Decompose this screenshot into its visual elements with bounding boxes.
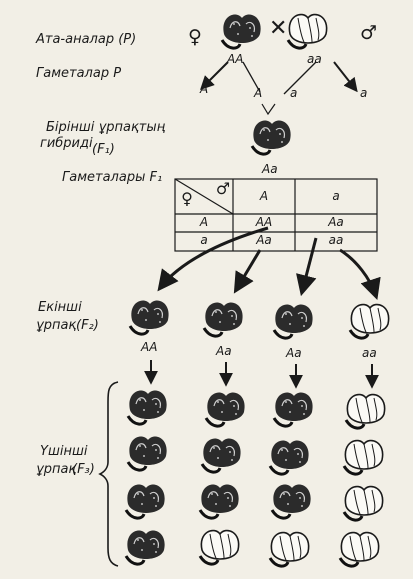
f2-label-line2: ұрпақ — [36, 318, 77, 333]
f2-genotype-4: аа — [362, 346, 377, 360]
f2-genotype-3: Аа — [286, 346, 302, 360]
f1-label-line1: Бірінші ұрпақтың — [46, 120, 166, 135]
f2-pea-aa — [348, 303, 391, 340]
gametes-f1-label: Гаметалары F₁ — [62, 170, 163, 185]
f3-generation-tag: (F₃) — [72, 462, 95, 477]
punnett-row-header-1: А — [199, 215, 209, 229]
punnett-male-symbol: ♂ — [215, 179, 231, 198]
f3-peas — [124, 389, 387, 568]
f3-bracket — [98, 381, 119, 567]
f1-hybrid-pea — [250, 119, 293, 156]
punnett-cell-Aa-top: Аа — [328, 215, 344, 229]
f2-label-line1: Екінші — [38, 300, 82, 315]
f2-genotype-2: Аа — [216, 344, 232, 358]
f1-genotype: Аа — [262, 162, 278, 176]
punnett-row-header-2: а — [200, 233, 208, 247]
punnett-cell-aa: аа — [328, 233, 344, 247]
f1-generation-tag: (F₁) — [92, 142, 115, 157]
male-symbol: ♂ — [360, 22, 378, 44]
female-symbol: ♀ — [188, 26, 202, 48]
gamete-p-mid-right: а — [290, 86, 298, 100]
f2-genotype-1: АА — [141, 340, 158, 354]
f3-label-line2: ұрпақ — [36, 462, 77, 477]
f2-pea-Aa-2 — [272, 303, 315, 340]
parent-yellow-pea — [220, 13, 263, 50]
f1-label-line2: гибриді — [40, 136, 93, 151]
parent-left-genotype: АА — [227, 52, 244, 66]
gametes-p-label: Гаметалар Р — [36, 66, 122, 81]
punnett-female-symbol: ♀ — [181, 189, 193, 208]
parent-green-pea — [286, 13, 329, 50]
gamete-p-right: а — [360, 86, 368, 100]
gamete-p-mid-left: А — [254, 86, 263, 100]
punnett-grid — [174, 178, 378, 252]
gamete-p-left: А — [200, 82, 209, 96]
f3-label-line1: Үшінші — [40, 444, 88, 459]
parents-label: Ата-аналар (Р) — [36, 32, 137, 47]
punnett-col-header-1: А — [259, 189, 269, 203]
punnett-cell-Aa-bottom: Аа — [256, 233, 272, 247]
f2-pea-AA — [128, 299, 171, 336]
cross-symbol: ✕ — [269, 16, 288, 41]
f2-pea-Aa-1 — [202, 301, 245, 338]
parent-right-genotype: аа — [307, 52, 322, 66]
punnett-cell-AA: АА — [255, 215, 273, 229]
f2-generation-tag: (F₂) — [76, 318, 99, 333]
punnett-col-header-2: а — [332, 189, 340, 203]
